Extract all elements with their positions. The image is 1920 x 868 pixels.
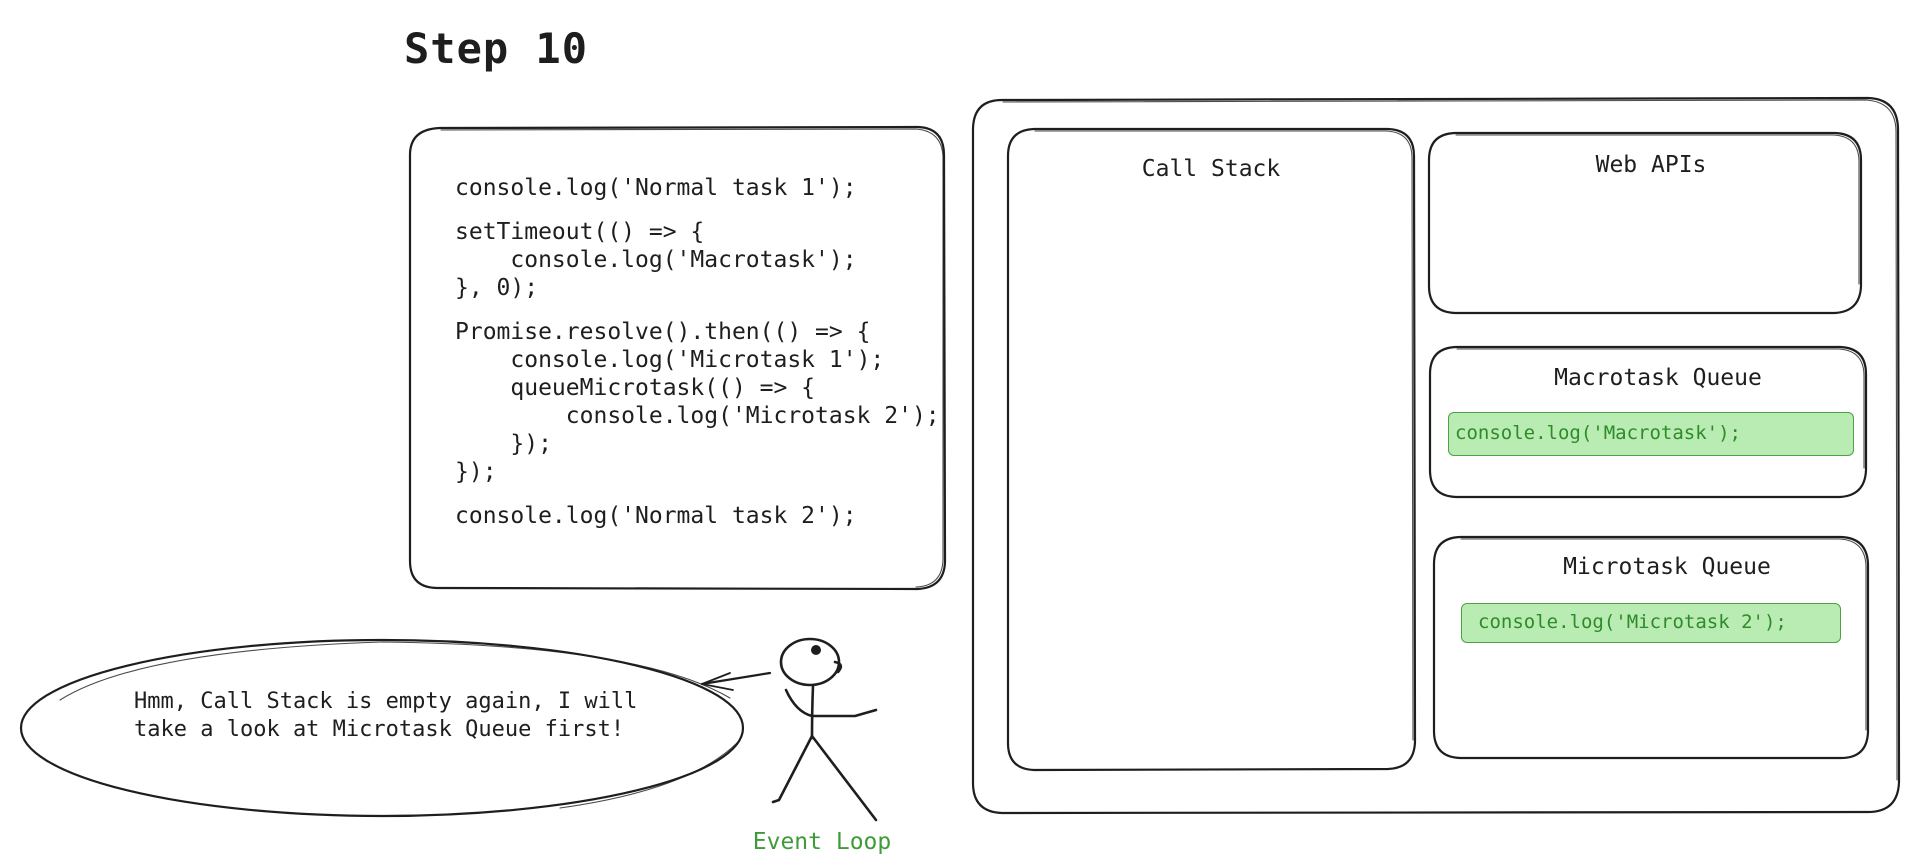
microtask-item: console.log('Microtask 2'); [1461, 603, 1841, 643]
macrotask-item: console.log('Macrotask'); [1448, 412, 1854, 456]
speech-text: Hmm, Call Stack is empty again, I will t… [134, 689, 638, 742]
microtask-queue-title: Microtask Queue [1563, 554, 1771, 580]
code-line: }, 0); [455, 275, 539, 301]
speech-bubble [19, 638, 745, 818]
microtask-queue-panel [1432, 535, 1870, 760]
code-box [408, 125, 947, 591]
macrotask-queue-panel [1428, 345, 1868, 499]
pointer-arrow [700, 671, 772, 686]
code-snippet: console.log('Normal task 1'); setTimeout(… [455, 174, 940, 530]
figure-eye [811, 645, 821, 655]
web-apis-panel [1427, 131, 1863, 315]
call-stack-title: Call Stack [1141, 156, 1281, 182]
code-line: console.log('Normal task 2'); [455, 503, 857, 529]
runtime-container [971, 96, 1901, 815]
code-line: Promise.resolve().then(() => { [455, 319, 871, 345]
web-apis-title: Web APIs [1595, 152, 1707, 178]
macrotask-queue-title: Macrotask Queue [1554, 365, 1762, 391]
code-line: setTimeout(() => { [455, 219, 705, 245]
code-line: console.log('Microtask 2'); [455, 403, 940, 429]
code-line: queueMicrotask(() => { [455, 375, 816, 401]
code-line: }); [455, 459, 497, 485]
code-line: console.log('Microtask 1'); [455, 347, 885, 373]
event-loop-label: Event Loop [752, 829, 892, 855]
code-line: console.log('Normal task 1'); [455, 175, 857, 201]
code-line: console.log('Macrotask'); [455, 247, 857, 273]
code-line: }); [455, 431, 552, 457]
step-title: Step 10 [404, 24, 589, 73]
call-stack-panel [1006, 127, 1417, 772]
event-loop-figure [771, 637, 878, 822]
